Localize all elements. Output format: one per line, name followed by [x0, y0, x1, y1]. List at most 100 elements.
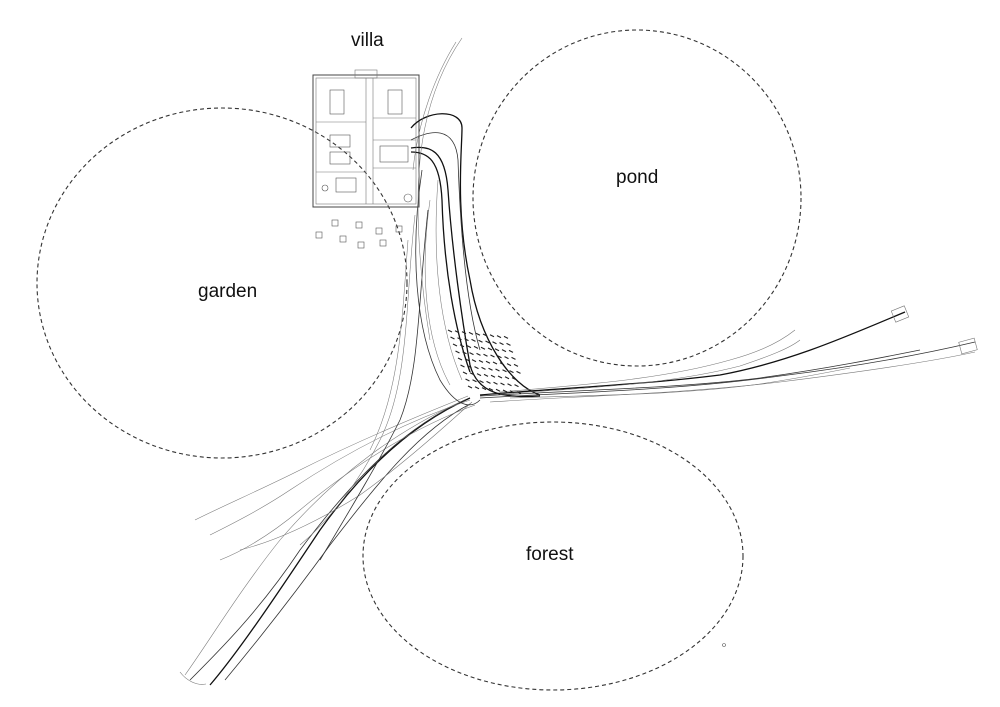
hub-seat-mark — [469, 352, 474, 356]
hub-seat-mark — [506, 363, 512, 367]
seat-symbol — [379, 239, 387, 247]
forest-label: forest — [526, 544, 574, 565]
fixture-symbol — [321, 184, 329, 192]
path-line — [424, 199, 451, 386]
hub-seat-mark — [460, 364, 465, 368]
villa-entrance — [354, 69, 378, 79]
hub-seat-mark — [497, 375, 503, 379]
hub-seat-mark — [472, 379, 477, 383]
table-symbol — [329, 134, 351, 148]
seat-symbol — [315, 231, 323, 239]
path-terminal — [890, 305, 910, 323]
hub-seat-mark — [501, 349, 507, 353]
hub-seat-mark — [485, 360, 491, 364]
path-line — [499, 339, 801, 395]
path-line — [209, 399, 471, 536]
hub-seat-mark — [508, 349, 514, 353]
path-line — [319, 209, 429, 561]
seat-symbol — [355, 221, 363, 229]
table-symbol — [329, 89, 345, 115]
hub-seat-mark — [480, 346, 486, 350]
hub-seat-mark — [464, 338, 469, 342]
pond-zone — [472, 29, 802, 367]
hub-seat-mark — [513, 363, 519, 367]
seat-symbol — [357, 241, 365, 249]
hub-seat-mark — [459, 344, 465, 348]
hub-seat-mark — [450, 336, 455, 340]
fixture-symbol — [403, 193, 413, 203]
path-line — [412, 41, 457, 171]
path-line — [209, 397, 471, 686]
path-line — [369, 239, 409, 451]
hub-seat-mark — [483, 353, 488, 357]
path-line — [194, 395, 469, 521]
hub-seating-grid — [447, 329, 522, 395]
hub-seat-mark — [476, 373, 482, 377]
seat-symbol — [339, 235, 347, 243]
tree-symbol — [722, 643, 726, 647]
path-line — [410, 146, 541, 398]
hub-seat-mark — [473, 345, 479, 349]
path-line — [189, 399, 466, 681]
path-line — [417, 37, 463, 341]
path-line — [224, 403, 471, 681]
hub-seat-mark — [502, 389, 508, 393]
path-line — [479, 341, 976, 399]
hub-seat-mark — [509, 370, 514, 374]
outdoor-seating — [315, 219, 403, 249]
hub-seat-mark — [468, 331, 474, 335]
hub-seat-mark — [488, 367, 493, 371]
garden-zone — [36, 107, 408, 459]
hub-seat-mark — [457, 357, 463, 361]
hub-seat-mark — [516, 370, 521, 374]
hub-seat-mark — [454, 330, 460, 334]
hub-seat-mark — [499, 362, 505, 366]
hub-seat-mark — [489, 334, 495, 338]
path-line — [479, 349, 921, 397]
hub-seat-mark — [500, 382, 505, 386]
hub-seat-mark — [511, 356, 516, 360]
hub-seat-mark — [481, 366, 486, 370]
hub-seat-mark — [509, 390, 515, 394]
hub-seat-mark — [492, 361, 498, 365]
table-symbol — [387, 89, 403, 115]
path-line — [435, 179, 463, 381]
hub-seat-mark — [502, 369, 507, 373]
hub-seat-mark — [481, 387, 487, 391]
hub-seat-mark — [507, 383, 512, 387]
path-line — [415, 169, 481, 406]
villa-floor-plan — [312, 69, 420, 249]
path-line — [299, 214, 416, 546]
path-line — [410, 113, 541, 396]
hub-seat-mark — [485, 340, 490, 344]
path-line — [489, 351, 976, 403]
hub-seat-mark — [483, 373, 489, 377]
hub-seat-mark — [457, 337, 462, 341]
hub-seat-mark — [467, 385, 473, 389]
hub-seat-mark — [466, 345, 472, 349]
hub-seat-mark — [504, 376, 510, 380]
hub-seat-mark — [490, 374, 496, 378]
path-terminal — [179, 671, 207, 685]
hub-seat-mark — [495, 388, 501, 392]
hub-seat-mark — [503, 335, 509, 339]
hub-seat-mark — [462, 351, 467, 355]
hub-seat-mark — [452, 343, 458, 347]
hub-seat-mark — [490, 354, 495, 358]
seat-symbol — [375, 227, 383, 235]
path-line — [410, 132, 481, 351]
hub-seat-mark — [504, 356, 509, 360]
hub-seat-mark — [486, 380, 491, 384]
hub-seat-mark — [495, 368, 500, 372]
hub-seat-mark — [487, 347, 493, 351]
hub-seat-mark — [499, 342, 504, 346]
hub-seat-mark — [471, 338, 476, 342]
hub-seat-mark — [488, 387, 494, 391]
hub-seat-mark — [464, 358, 470, 362]
hub-seat-mark — [465, 378, 470, 382]
zones — [36, 29, 802, 691]
hub-seat-mark — [516, 391, 522, 395]
forest-zone — [362, 421, 744, 691]
